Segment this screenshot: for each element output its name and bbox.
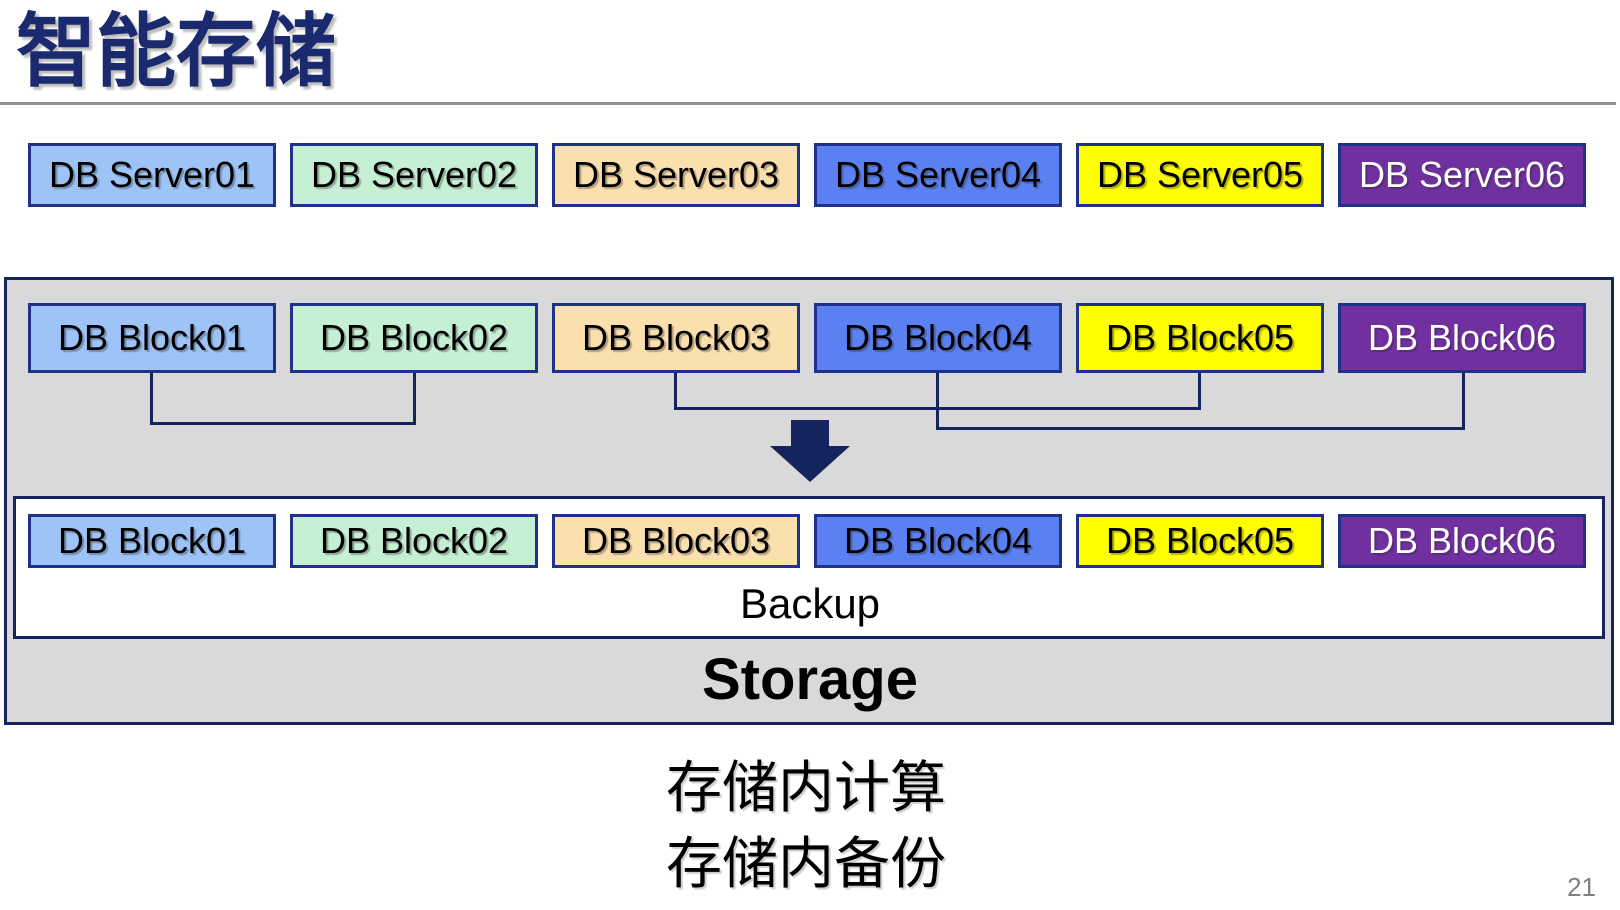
connector-block06-down: [1462, 373, 1465, 430]
db-block-bottom-01: DB Block01: [28, 514, 276, 568]
db-block-top-02: DB Block02: [290, 303, 538, 373]
db-server-box-04: DB Server04: [814, 143, 1062, 207]
db-server-box-06: DB Server06: [1338, 143, 1586, 207]
db-block-top-01: DB Block01: [28, 303, 276, 373]
db-block-row-backup: DB Block01 DB Block02 DB Block03 DB Bloc…: [28, 514, 1586, 568]
db-block-bottom-03: DB Block03: [552, 514, 800, 568]
db-block-bottom-04: DB Block04: [814, 514, 1062, 568]
db-server-box-03: DB Server03: [552, 143, 800, 207]
db-server-row: DB Server01 DB Server02 DB Server03 DB S…: [28, 143, 1586, 207]
connector-block04-down: [936, 373, 939, 430]
page-number: 21: [1567, 872, 1596, 902]
db-block-bottom-05: DB Block05: [1076, 514, 1324, 568]
connector-block03-down: [674, 373, 677, 410]
connector-block01-down: [150, 373, 153, 425]
connector-block02-down: [413, 373, 416, 425]
db-server-box-05: DB Server05: [1076, 143, 1324, 207]
connector-block05-down: [1198, 373, 1201, 410]
db-block-top-03: DB Block03: [552, 303, 800, 373]
caption-text: 存储内计算 存储内备份: [0, 750, 1612, 902]
db-block-top-06: DB Block06: [1338, 303, 1586, 373]
db-server-box-01: DB Server01: [28, 143, 276, 207]
page-title: 智能存储: [16, 7, 336, 96]
caption-line-1: 存储内计算: [666, 756, 946, 819]
db-block-bottom-06: DB Block06: [1338, 514, 1586, 568]
connector-block01-block02: [150, 422, 416, 425]
db-block-row-primary: DB Block01 DB Block02 DB Block03 DB Bloc…: [28, 303, 1586, 373]
down-arrow-icon: [791, 420, 829, 447]
db-server-box-02: DB Server02: [290, 143, 538, 207]
connector-block04-block06: [936, 427, 1465, 430]
title-divider-line: [0, 102, 1616, 105]
backup-label: Backup: [739, 580, 881, 627]
db-block-top-04: DB Block04: [814, 303, 1062, 373]
db-block-bottom-02: DB Block02: [290, 514, 538, 568]
db-block-top-05: DB Block05: [1076, 303, 1324, 373]
storage-label: Storage: [702, 647, 918, 712]
caption-line-2: 存储内备份: [666, 832, 946, 895]
down-arrow-head-icon: [770, 446, 850, 482]
